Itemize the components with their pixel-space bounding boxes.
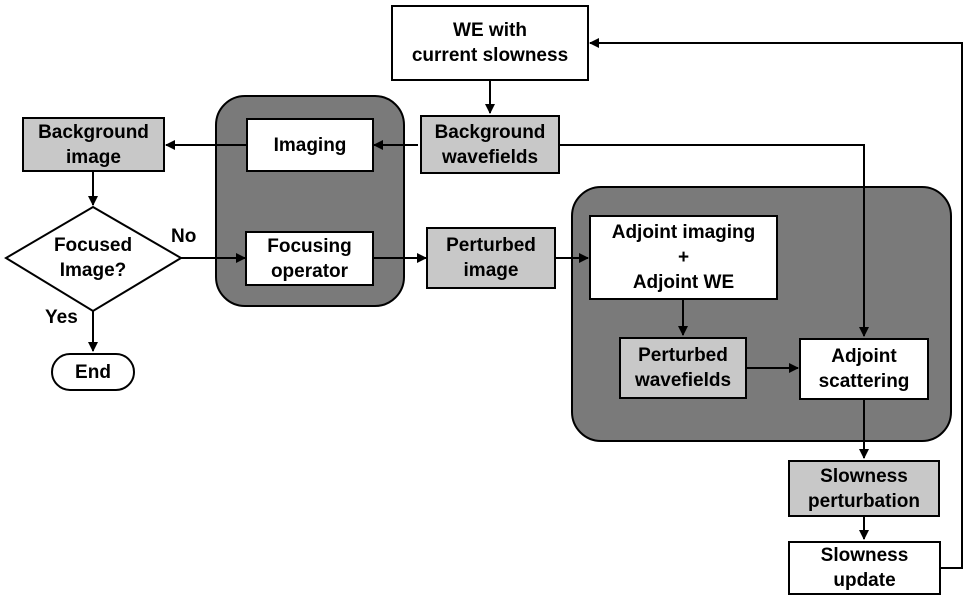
slowness-perturbation-box: Slowness perturbation bbox=[788, 460, 940, 517]
focused-image-decision-label: Focused Image? bbox=[53, 235, 133, 281]
we-current-slowness-box: WE with current slowness bbox=[391, 5, 589, 81]
background-wavefields-box: Background wavefields bbox=[420, 115, 560, 174]
perturbed-wavefields-box: Perturbed wavefields bbox=[619, 337, 747, 399]
edge-wavefields-to-adjoint-scattering bbox=[560, 144, 869, 337]
slowness-update-box: Slowness update bbox=[788, 541, 941, 595]
adjoint-imaging-box: Adjoint imaging + Adjoint WE bbox=[589, 215, 778, 300]
end-terminal: End bbox=[51, 353, 135, 391]
focusing-operator-box: Focusing operator bbox=[245, 231, 374, 286]
adjoint-scattering-box: Adjoint scattering bbox=[799, 338, 929, 400]
perturbed-image-box: Perturbed image bbox=[426, 227, 556, 289]
decision-diamond bbox=[4, 205, 183, 313]
edge-update-feedback bbox=[589, 38, 963, 569]
edge-label-no: No bbox=[171, 226, 197, 247]
edge-label-yes: Yes bbox=[45, 307, 78, 328]
imaging-box: Imaging bbox=[246, 118, 374, 172]
background-image-box: Background image bbox=[22, 117, 165, 172]
